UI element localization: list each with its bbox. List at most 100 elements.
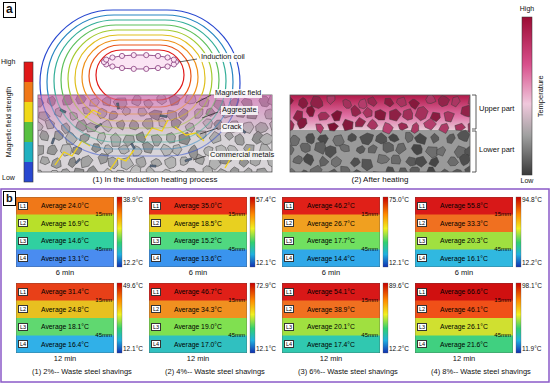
scale-value: 12.2°C <box>123 259 143 266</box>
aggregate <box>360 133 374 145</box>
aggregate <box>411 122 419 133</box>
aggregate <box>385 98 394 107</box>
coil-turn <box>119 65 124 70</box>
field-line <box>89 45 191 95</box>
crack-line <box>110 150 134 170</box>
aggregate <box>351 105 361 116</box>
aggregate <box>447 134 456 144</box>
colorbar-segment <box>24 102 33 122</box>
aggregate <box>465 165 470 172</box>
image-frame <box>16 283 114 353</box>
line-marker: L3 <box>284 323 294 331</box>
average-temperature: Average 46.1°C <box>440 306 488 313</box>
average-temperature: Average 13.1°C <box>41 255 89 262</box>
aggregate-group <box>290 95 470 172</box>
average-temperature: Average 14.6°C <box>41 237 89 244</box>
aggregate <box>60 169 70 172</box>
aggregate <box>415 156 427 167</box>
colorbar-segment <box>24 82 33 102</box>
thermal-colorbar <box>516 197 521 267</box>
colorbar-segment <box>24 162 33 182</box>
average-temperature: Average 46.2°C <box>307 202 355 209</box>
aggregate <box>40 157 50 165</box>
field-line <box>96 50 184 95</box>
aggregate <box>389 134 400 142</box>
colorbar-low: Low <box>521 177 534 185</box>
aggregate <box>47 145 57 155</box>
aggregate <box>340 144 350 152</box>
field-line <box>47 95 233 149</box>
aggregate <box>218 169 227 172</box>
image-frame <box>282 283 380 353</box>
scale-value: 94.8°C <box>522 196 542 203</box>
thermal-image: L1Average 31.4°C15mmL2Average 24.8°CL3Av… <box>16 283 114 353</box>
aggregate <box>320 156 329 166</box>
average-temperature: Average 26.1°C <box>440 323 488 330</box>
field-line <box>68 30 212 95</box>
colorbar-segment <box>24 142 33 162</box>
aggregate <box>390 109 402 121</box>
thermal-colorbar <box>383 283 388 353</box>
aggregate <box>87 166 98 172</box>
thermal-colorbar <box>117 197 122 267</box>
scale-value: 72.9°C <box>256 282 276 289</box>
induction-coil <box>101 53 178 72</box>
aggregate <box>318 112 330 120</box>
line-marker: L4 <box>151 254 161 262</box>
line-marker: L1 <box>417 202 427 210</box>
aggregate <box>350 158 360 167</box>
line-marker: L2 <box>284 219 294 227</box>
aggregate <box>325 146 336 158</box>
aggregate <box>293 156 303 164</box>
aggregate <box>391 155 400 164</box>
coil-turn <box>165 55 170 60</box>
average-temperature: Average 18.1°C <box>41 323 89 330</box>
depth-label: 15mm <box>361 211 378 218</box>
depth-label: 45mm <box>361 246 378 253</box>
aggregate <box>331 156 341 167</box>
aggregate <box>396 143 407 154</box>
aggregate <box>439 123 449 133</box>
aggregate <box>256 168 268 172</box>
average-temperature: Average 16.9°C <box>41 220 89 227</box>
aggregate <box>376 133 387 144</box>
aggregate <box>269 172 272 173</box>
aggregate <box>437 146 446 156</box>
field-line <box>54 95 226 142</box>
thermal-image: L1Average 35.0°C15mmL2Average 18.5°CL3Av… <box>149 197 247 267</box>
panel-caption: (3) 6%-- Waste steel shavings <box>298 368 398 377</box>
depth-label: 45mm <box>494 332 511 339</box>
aggregate <box>203 166 213 172</box>
colorbar-segment <box>24 122 33 142</box>
depth-label: 15mm <box>494 211 511 218</box>
metal-piece <box>185 158 192 162</box>
average-temperature: Average 34.3°C <box>174 306 222 313</box>
aggregate <box>151 159 162 167</box>
line-marker: L2 <box>284 305 294 313</box>
aggregate <box>115 170 125 172</box>
colorbar-high: High <box>1 58 15 66</box>
aggregate <box>368 97 377 107</box>
coil-turn <box>155 53 160 58</box>
aggregate <box>459 155 470 166</box>
scale-value: 38.9°C <box>123 196 143 203</box>
average-temperature: Average 17.7°C <box>307 237 355 244</box>
part-label: Aggregate <box>221 106 258 115</box>
metal-piece <box>160 114 167 117</box>
coil-turn <box>110 64 115 69</box>
aggregate <box>290 145 294 155</box>
line-marker: L4 <box>284 340 294 348</box>
metal-piece <box>150 165 156 168</box>
coil-turn <box>144 66 149 71</box>
depth-label: 15mm <box>361 297 378 304</box>
scale-value: 98.1°C <box>522 282 542 289</box>
aggregate <box>448 157 459 166</box>
scale-value: 12.1°C <box>256 259 276 266</box>
aggregate <box>348 133 357 142</box>
aggregate <box>303 154 314 166</box>
average-temperature: Average 26.7°C <box>307 220 355 227</box>
scale-value: 12.1°C <box>256 345 276 352</box>
part-label: Induction coil <box>200 53 246 62</box>
aggregate <box>186 168 198 172</box>
line-marker: L1 <box>417 288 427 296</box>
